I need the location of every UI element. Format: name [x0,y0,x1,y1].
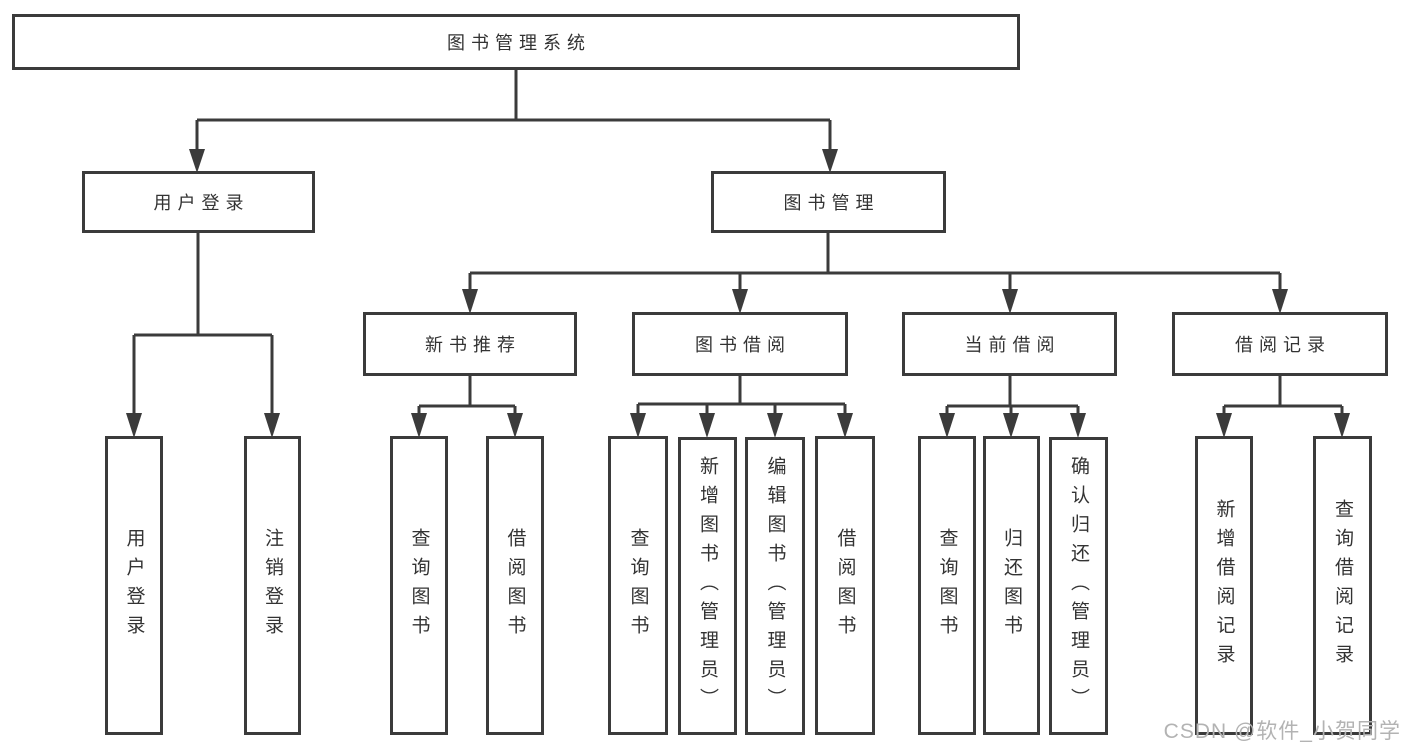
arrowhead-icon [264,413,280,438]
node-leaf-return-book: 归还图书 [983,436,1040,735]
connector-line [1222,376,1344,414]
csdn-watermark: CSDN @软件_小贺同学 [1163,720,1401,743]
node-leaf-query-book-current: 查询图书 [918,436,976,735]
node-user-login: 用户登录 [82,171,315,233]
node-book-management: 图书管理 [711,171,946,233]
arrowhead-icon [939,413,955,438]
node-leaf-query-borrow-record: 查询借阅记录 [1313,436,1372,735]
connector-line [945,376,1080,414]
arrowhead-icon [822,149,838,173]
connector-borrow-record-to-children [1216,376,1350,438]
node-label: 借阅记录 [1235,335,1331,355]
arrowhead-icon [1216,413,1232,438]
node-label: 图书借阅 [695,335,791,355]
node-leaf-confirm-return-admin: 确认归还（管理员） [1049,437,1108,735]
connector-line [636,376,847,414]
node-new-book-recommend: 新书推荐 [363,312,577,376]
arrowhead-icon [1003,413,1019,438]
node-library-management-system: 图书管理系统 [12,14,1020,70]
node-book-borrow: 图书借阅 [632,312,848,376]
connector-current-borrow-to-children [939,376,1086,438]
node-label: 用户登录 [123,527,145,644]
arrowhead-icon [126,413,142,438]
node-leaf-add-book-admin: 新增图书（管理员） [678,437,737,735]
node-label: 图书管理系统 [447,33,591,53]
connector-book-mgmt-to-level3 [462,233,1288,314]
node-leaf-logout: 注销登录 [244,436,301,735]
connector-line [417,376,517,414]
node-label: 归还图书 [1001,527,1022,644]
node-label: 查询图书 [408,527,430,644]
arrowhead-icon [1272,289,1288,314]
node-label: 新增借阅记录 [1213,498,1235,673]
connector-root-to-level2 [189,70,838,173]
node-label: 借阅图书 [504,527,526,644]
node-leaf-query-book-rec: 查询图书 [390,436,448,735]
node-label: 查询图书 [936,527,958,644]
node-leaf-borrow-book: 借阅图书 [815,436,875,735]
arrowhead-icon [1002,289,1018,314]
connector-line [468,233,1282,291]
arrowhead-icon [189,149,205,173]
node-label: 借阅图书 [834,527,856,644]
connector-book-borrow-to-children [630,376,853,438]
node-label: 用户登录 [153,193,250,213]
node-label: 当前借阅 [964,335,1061,355]
node-label: 注销登录 [262,527,283,644]
arrowhead-icon [411,413,427,438]
arrowhead-icon [1070,413,1086,438]
node-leaf-query-book-borrow: 查询图书 [608,436,668,735]
node-label: 新增图书（管理员） [697,455,718,717]
connector-line [132,233,274,415]
node-label: 确认归还（管理员） [1068,455,1089,717]
node-leaf-user-login: 用户登录 [105,436,163,735]
arrowhead-icon [767,413,783,438]
node-current-borrow: 当前借阅 [902,312,1117,376]
node-leaf-edit-book-admin: 编辑图书（管理员） [745,437,805,735]
arrowhead-icon [1334,413,1350,438]
node-label: 查询借阅记录 [1332,498,1353,673]
arrowhead-icon [837,413,853,438]
arrowhead-icon [630,413,646,438]
arrowhead-icon [507,413,523,438]
connector-line [195,70,832,151]
node-borrow-record: 借阅记录 [1172,312,1388,376]
node-label: 图书管理 [783,193,880,213]
connector-new-book-rec-to-children [411,376,523,438]
arrowhead-icon [699,413,715,438]
node-leaf-borrow-book-rec: 借阅图书 [486,436,544,735]
node-label: 编辑图书（管理员） [764,455,786,717]
node-label: 新书推荐 [425,335,521,355]
connector-user-login-to-children [126,233,280,438]
node-label: 查询图书 [627,527,649,644]
node-leaf-add-borrow-record: 新增借阅记录 [1195,436,1253,735]
arrowhead-icon [732,289,748,314]
arrowhead-icon [462,289,478,314]
